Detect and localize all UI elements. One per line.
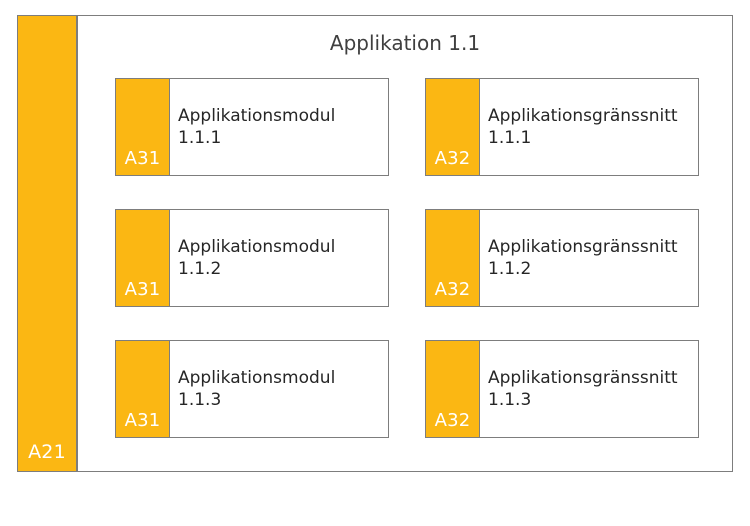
card-body: Applikationsgränssnitt 1.1.1 xyxy=(480,79,698,175)
card-tab-label: A31 xyxy=(124,148,161,169)
application-module-card[interactable]: A31 Applikationsmodul 1.1.3 xyxy=(115,340,389,438)
card-tab-label: A31 xyxy=(124,410,161,431)
card-subtitle: 1.1.3 xyxy=(178,390,222,410)
application-panel[interactable]: Applikation 1.1 A31 Applikationsmodul 1.… xyxy=(77,15,733,472)
application-layer-bar[interactable]: A21 xyxy=(17,15,77,472)
application-layer-bar-label: A21 xyxy=(28,441,66,463)
card-row: A31 Applikationsmodul 1.1.3 A32 Applikat… xyxy=(115,340,699,438)
card-title: Applikationsmodul xyxy=(178,236,336,257)
card-tab: A32 xyxy=(426,79,480,175)
card-title: Applikationsgränssnitt xyxy=(488,367,678,388)
card-tab: A32 xyxy=(426,341,480,437)
card-title: Applikationsgränssnitt xyxy=(488,105,678,126)
card-subtitle: 1.1.1 xyxy=(178,128,222,148)
application-interface-card[interactable]: A32 Applikationsgränssnitt 1.1.3 xyxy=(425,340,699,438)
card-subtitle: 1.1.1 xyxy=(488,128,532,148)
card-subtitle: 1.1.2 xyxy=(178,259,222,279)
card-body: Applikationsgränssnitt 1.1.2 xyxy=(480,210,698,306)
card-title: Applikationsgränssnitt xyxy=(488,236,678,257)
card-tab-label: A32 xyxy=(434,148,471,169)
card-subtitle: 1.1.2 xyxy=(488,259,532,279)
card-title: Applikationsmodul xyxy=(178,367,336,388)
card-body: Applikationsmodul 1.1.1 xyxy=(170,79,388,175)
component-card-grid: A31 Applikationsmodul 1.1.1 A32 Applikat… xyxy=(115,78,699,444)
card-tab: A31 xyxy=(116,79,170,175)
card-body: Applikationsmodul 1.1.2 xyxy=(170,210,388,306)
card-body: Applikationsmodul 1.1.3 xyxy=(170,341,388,437)
card-tab-label: A31 xyxy=(124,279,161,300)
card-tab-label: A32 xyxy=(434,410,471,431)
card-row: A31 Applikationsmodul 1.1.2 A32 Applikat… xyxy=(115,209,699,307)
card-title: Applikationsmodul xyxy=(178,105,336,126)
application-panel-title: Applikation 1.1 xyxy=(329,31,481,55)
application-module-card[interactable]: A31 Applikationsmodul 1.1.2 xyxy=(115,209,389,307)
card-subtitle: 1.1.3 xyxy=(488,390,532,410)
card-body: Applikationsgränssnitt 1.1.3 xyxy=(480,341,698,437)
card-tab: A32 xyxy=(426,210,480,306)
card-row: A31 Applikationsmodul 1.1.1 A32 Applikat… xyxy=(115,78,699,176)
card-tab: A31 xyxy=(116,341,170,437)
card-tab-label: A32 xyxy=(434,279,471,300)
application-interface-card[interactable]: A32 Applikationsgränssnitt 1.1.2 xyxy=(425,209,699,307)
application-interface-card[interactable]: A32 Applikationsgränssnitt 1.1.1 xyxy=(425,78,699,176)
application-module-card[interactable]: A31 Applikationsmodul 1.1.1 xyxy=(115,78,389,176)
card-tab: A31 xyxy=(116,210,170,306)
